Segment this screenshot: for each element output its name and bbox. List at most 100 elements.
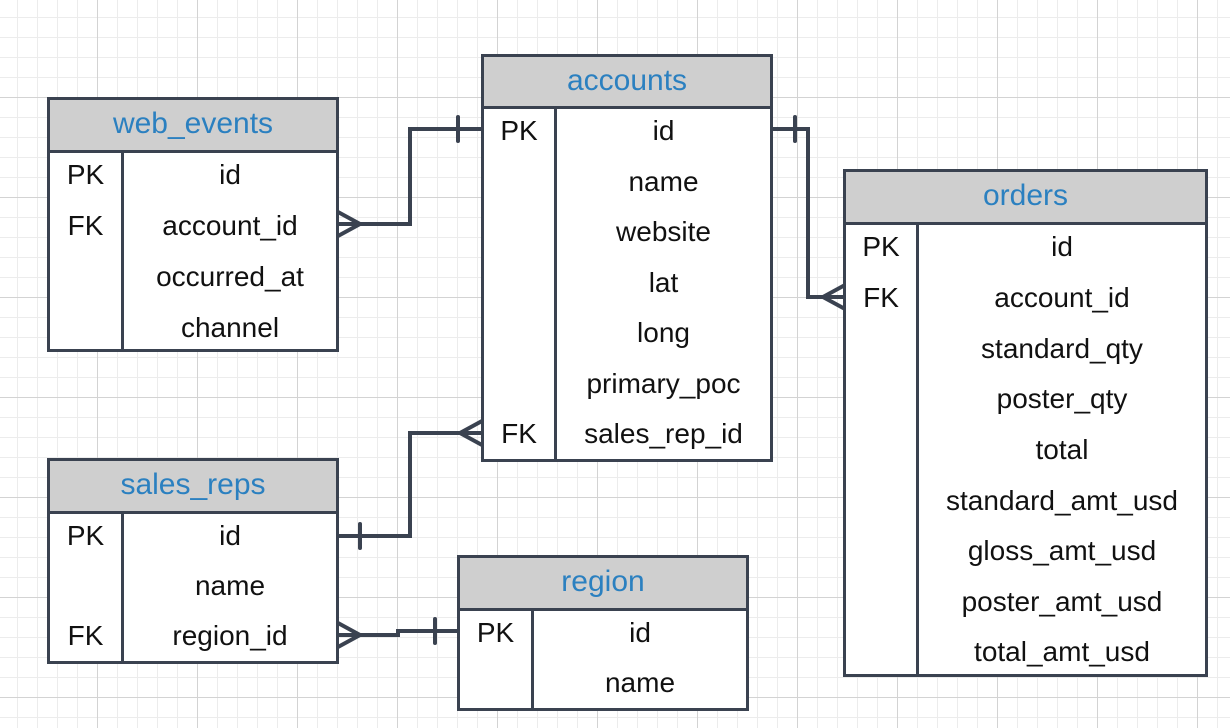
field-name: id: [629, 617, 651, 648]
key-marker: PK: [862, 231, 900, 262]
field-name: poster_amt_usd: [961, 586, 1163, 617]
entity-body: PK id FK account_id standard_qty poster_…: [846, 225, 1205, 674]
table-row: long: [484, 311, 770, 362]
table-row: poster_qty: [846, 377, 1205, 428]
field-name: region_id: [172, 620, 288, 651]
key-marker: FK: [67, 210, 104, 241]
table-row: total_amt_usd: [846, 630, 1205, 681]
table-row: PK id: [846, 225, 1205, 276]
column-divider: [916, 225, 919, 674]
column-divider: [554, 109, 557, 459]
column-divider: [121, 153, 124, 349]
table-row: standard_amt_usd: [846, 479, 1205, 530]
field-name: total_amt_usd: [974, 636, 1150, 667]
key-marker: [484, 362, 554, 413]
column-divider: [531, 611, 534, 708]
entity-body: PK id name FK region_id: [50, 514, 336, 661]
table-row: occurred_at: [50, 255, 336, 306]
table-row: gloss_amt_usd: [846, 529, 1205, 580]
table-row: PK id: [50, 514, 336, 565]
rel-region-sales-reps: [336, 617, 461, 649]
field-name: website: [616, 216, 711, 247]
table-row: name: [50, 564, 336, 615]
entity-title: sales_reps: [50, 461, 336, 514]
field-name: id: [219, 520, 241, 551]
field-name: id: [219, 159, 241, 190]
key-marker: PK: [500, 115, 538, 146]
entity-body: PK id name: [460, 611, 746, 708]
field-name: account_id: [994, 282, 1130, 313]
table-row: total: [846, 428, 1205, 479]
key-marker: [846, 327, 916, 378]
entity-body: PK id name website lat long primary_p: [484, 109, 770, 459]
entity-orders: orders PK id FK account_id standard_qty …: [843, 169, 1208, 677]
key-marker: FK: [863, 282, 899, 313]
entity-title: region: [460, 558, 746, 611]
key-marker: [50, 306, 121, 357]
field-name: primary_poc: [586, 367, 741, 399]
field-name: poster_qty: [996, 383, 1128, 414]
entity-accounts: accounts PK id name website lat long: [481, 54, 773, 462]
key-marker: [846, 580, 916, 631]
key-marker: [846, 377, 916, 428]
key-marker: [484, 311, 554, 362]
table-row: lat: [484, 261, 770, 312]
key-marker: PK: [476, 617, 515, 648]
table-row: PK id: [484, 109, 770, 160]
key-marker: [484, 160, 554, 211]
table-row: FK account_id: [50, 204, 336, 255]
table-row: website: [484, 210, 770, 261]
entity-web-events: web_events PK id FK account_id occurred_…: [47, 97, 339, 352]
field-name: name: [194, 570, 266, 601]
table-row: standard_qty: [846, 327, 1205, 378]
field-name: id: [652, 115, 675, 146]
field-name: id: [1051, 231, 1073, 262]
entity-title: orders: [846, 172, 1205, 225]
table-row: PK id: [460, 611, 746, 662]
field-name: channel: [180, 312, 280, 343]
rel-sales-reps-accounts: [335, 419, 484, 550]
entity-body: PK id FK account_id occurred_at channel: [50, 153, 336, 349]
table-row: FK region_id: [50, 614, 336, 665]
entity-title: web_events: [50, 100, 336, 153]
table-row: primary_poc: [484, 362, 770, 413]
table-row: name: [460, 661, 746, 712]
entity-region: region PK id name: [457, 555, 749, 711]
field-name: lat: [648, 266, 679, 298]
key-marker: [846, 630, 916, 681]
field-name: occurred_at: [156, 261, 304, 292]
table-row: PK id: [50, 153, 336, 204]
field-name: standard_qty: [981, 333, 1143, 364]
rel-accounts-web-events: [336, 115, 484, 238]
table-row: poster_amt_usd: [846, 580, 1205, 631]
column-divider: [121, 514, 124, 661]
key-marker: PK: [66, 159, 105, 190]
key-marker: PK: [66, 520, 105, 551]
key-marker: [50, 564, 121, 615]
key-marker: [484, 261, 554, 312]
table-row: FK account_id: [846, 276, 1205, 327]
field-name: name: [628, 165, 699, 197]
field-name: total: [1035, 434, 1089, 465]
field-name: account_id: [162, 210, 298, 241]
key-marker: [50, 255, 121, 306]
key-marker: [846, 479, 916, 530]
key-marker: [846, 428, 916, 479]
rel-accounts-orders: [769, 115, 847, 311]
key-marker: FK: [501, 418, 537, 449]
entity-title: accounts: [484, 57, 770, 109]
key-marker: [484, 210, 554, 261]
field-name: long: [637, 317, 690, 348]
field-name: standard_amt_usd: [946, 485, 1178, 516]
table-row: name: [484, 160, 770, 211]
field-name: sales_rep_id: [584, 418, 743, 449]
key-marker: [846, 529, 916, 580]
table-row: FK sales_rep_id: [484, 412, 770, 463]
key-marker: FK: [67, 620, 104, 651]
table-row: channel: [50, 306, 336, 357]
entity-sales-reps: sales_reps PK id name FK region_id: [47, 458, 339, 664]
key-marker: [460, 661, 531, 712]
field-name: gloss_amt_usd: [967, 535, 1157, 566]
